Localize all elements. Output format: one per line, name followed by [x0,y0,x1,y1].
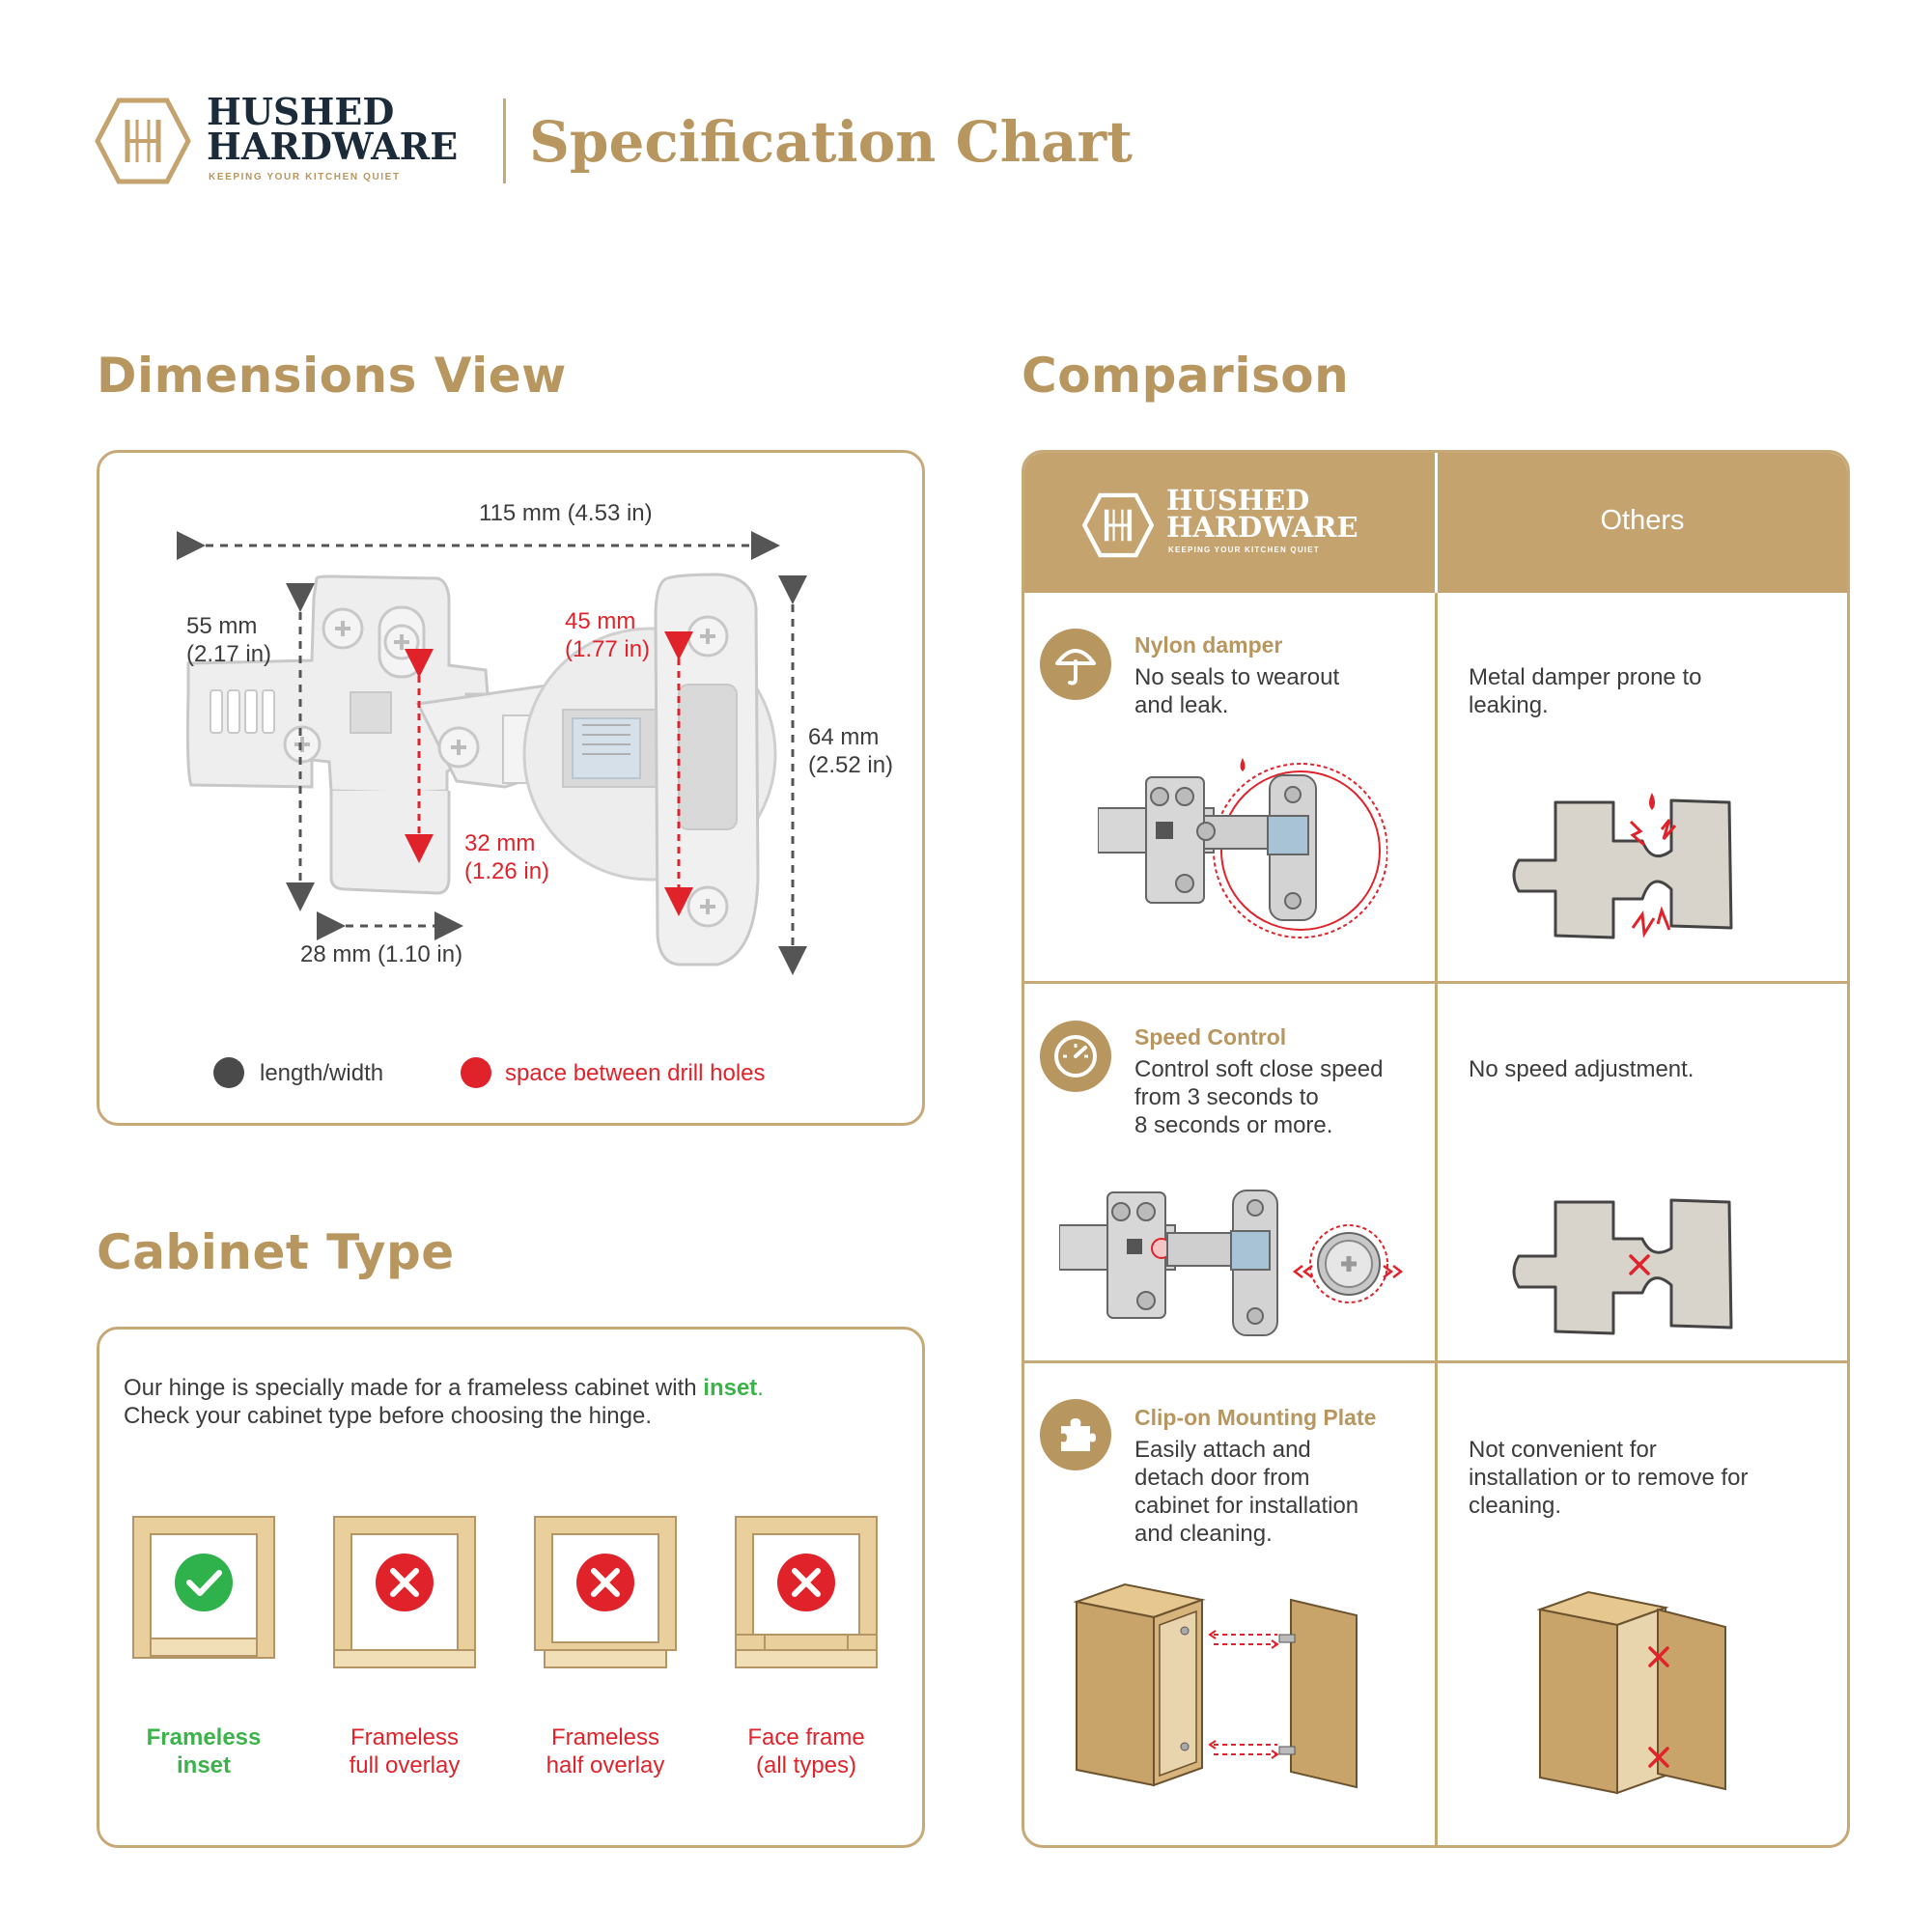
x-icon [390,1568,419,1597]
feature-icon-circle [1040,1399,1111,1470]
feature-desc-speed: Control soft close speed from 3 seconds … [1134,1055,1383,1139]
feature-desc-nylon: No seals to wearout and leak. [1134,663,1339,719]
cabinet-title: Cabinet Type [97,1224,455,1280]
cabinet-card: Our hinge is specially made for a framel… [97,1327,925,1848]
overall-width-label: 115 mm (4.53 in) [479,500,653,526]
desc-line: cabinet for installation [1134,1493,1359,1519]
dimensions-card: 115 mm (4.53 in) 55 mm (2.17 in) 45 mm (… [97,450,925,1126]
others-header: Others [1600,505,1685,536]
legend-label-length: length/width [260,1060,384,1086]
hinge-diagram [177,531,807,975]
label-line2: inset [176,1752,231,1778]
brand-name-line2: HARDWARE [207,125,459,168]
feature-title-nylon: Nylon damper [1134,632,1283,658]
label-line2: half overlay [546,1752,665,1778]
intro-text: Our hinge is specially made for a framel… [124,1375,704,1401]
speedometer-icon [1054,1035,1097,1078]
intro-period: . [757,1375,764,1401]
left-height-mm: 55 mm [186,613,258,639]
face-frame-diagram [735,1516,878,1668]
check-icon [186,1570,222,1596]
legend-dot-length [213,1057,244,1088]
frameless-half-overlay-diagram [534,1516,677,1668]
comparison-title: Comparison [1022,348,1350,404]
feature-title-clip: Clip-on Mounting Plate [1134,1405,1377,1430]
others-desc-clip: Not convenient for installation or to re… [1469,1436,1748,1520]
x-icon [792,1568,821,1597]
fixed-cabinet-illustration [1536,1590,1726,1795]
cabinet-label-half-overlay: Frameless half overlay [518,1723,692,1779]
desc-line: 8 seconds or more. [1134,1112,1333,1138]
cabinet-intro-line2: Check your cabinet type before choosing … [124,1403,653,1429]
page-title: Specification Chart [529,109,1133,175]
no-speed-illustration [1512,1198,1733,1335]
intro-highlight: inset [703,1375,758,1401]
arm-holes-mm: 32 mm [464,830,536,856]
legend-label-drill: space between drill holes [505,1060,766,1086]
header-divider [503,98,506,183]
dimensions-title: Dimensions View [97,348,567,404]
hexagon-logo-icon [95,98,191,184]
others-desc-speed: No speed adjustment. [1469,1055,1694,1083]
desc-line: leaking. [1469,692,1549,718]
cabinet-label-face-frame: Face frame (all types) [719,1723,893,1779]
desc-line: and cleaning. [1134,1521,1273,1547]
feature-icon-circle [1040,629,1111,700]
row-divider [1024,981,1847,984]
right-height-in: (2.52 in) [808,752,894,778]
leaking-damper-illustration [1512,793,1733,939]
desc-line: No speed adjustment. [1469,1056,1694,1082]
label-line1: Frameless [146,1724,262,1750]
legend-dot-drill [461,1057,491,1088]
speed-control-illustration [1059,1190,1404,1336]
desc-line: cleaning. [1469,1493,1562,1519]
label-line1: Frameless [550,1724,660,1750]
hexagon-logo-icon [1082,492,1154,558]
cabinet-label-full-overlay: Frameless full overlay [318,1723,491,1779]
frameless-inset-diagram [132,1516,275,1659]
header-brand-line2: HARDWARE [1166,511,1358,544]
cup-holes-in: (1.77 in) [565,636,651,662]
column-divider [1435,453,1438,1845]
others-desc-nylon: Metal damper prone to leaking. [1469,663,1701,719]
base-width-label: 28 mm (1.10 in) [300,941,463,967]
brand-name-line1: HUSHED [207,90,395,133]
desc-line: Not convenient for [1469,1437,1657,1463]
label-line2: (all types) [755,1752,857,1778]
brand-tagline: KEEPING YOUR KITCHEN QUIET [209,172,401,182]
left-height-in: (2.17 in) [186,641,272,667]
cup-holes-mm: 45 mm [565,608,636,634]
x-icon [591,1568,620,1597]
arm-holes-in: (1.26 in) [464,858,550,884]
row-divider [1024,1360,1847,1363]
header-divider-white [1435,453,1438,593]
brand-logo: HUSHED HARDWARE KEEPING YOUR KITCHEN QUI… [95,93,462,189]
cabinet-label-frameless-inset: Frameless inset [117,1723,291,1779]
header-brand-tagline: KEEPING YOUR KITCHEN QUIET [1168,546,1320,554]
right-height-mm: 64 mm [808,724,880,750]
puzzle-icon [1061,1418,1096,1451]
frameless-full-overlay-diagram [333,1516,476,1668]
label-line1: Frameless [350,1724,460,1750]
feature-title-speed: Speed Control [1134,1024,1287,1050]
desc-line: Easily attach and [1134,1437,1311,1463]
header-brand-line1: HUSHED [1166,484,1310,517]
desc-line: Control soft close speed [1134,1056,1384,1082]
desc-line: detach door from [1134,1465,1310,1491]
nylon-damper-illustration [1098,758,1387,938]
label-line2: full overlay [349,1752,461,1778]
desc-line: and leak. [1134,692,1229,718]
umbrella-icon [1055,649,1096,686]
feature-icon-circle [1040,1021,1111,1092]
desc-line: Metal damper prone to [1469,664,1702,690]
desc-line: installation or to remove for [1469,1465,1749,1491]
clip-on-cabinet-illustration [1073,1582,1358,1789]
desc-line: No seals to wearout [1134,664,1340,690]
cabinet-intro-line1: Our hinge is specially made for a framel… [124,1374,764,1402]
comparison-table: HUSHED HARDWARE KEEPING YOUR KITCHEN QUI… [1022,450,1850,1848]
desc-line: from 3 seconds to [1134,1084,1319,1110]
label-line1: Face frame [747,1724,865,1750]
feature-desc-clip: Easily attach and detach door from cabin… [1134,1436,1358,1548]
